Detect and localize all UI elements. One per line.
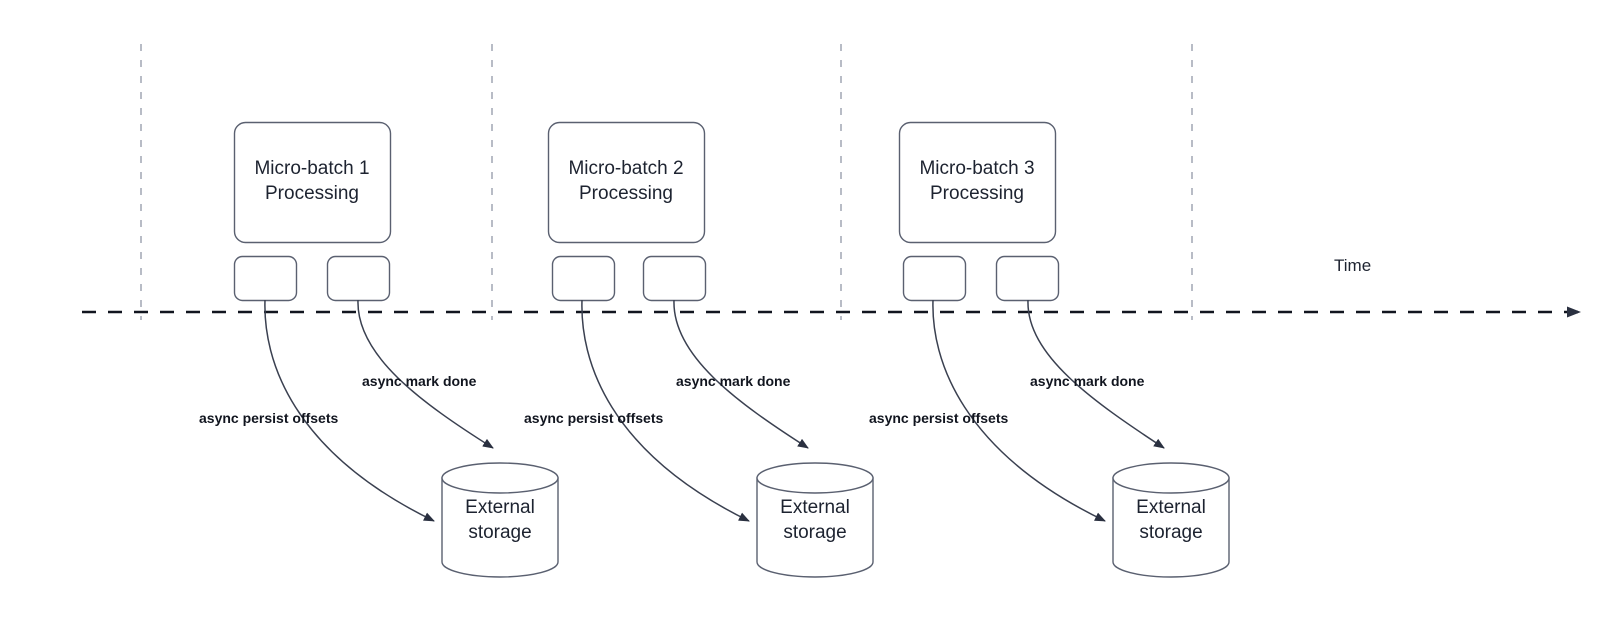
edge-label-async-persist-offsets-3: async persist offsets bbox=[869, 410, 1009, 426]
edge-async-persist-offsets-3 bbox=[932, 299, 1106, 522]
micro-batch-box-1[interactable] bbox=[233, 121, 392, 244]
storage-cylinder-body-3[interactable] bbox=[1112, 477, 1230, 578]
task-box-left-1[interactable] bbox=[233, 255, 298, 302]
storage-cylinder-top-1 bbox=[441, 462, 559, 494]
task-box-right-1[interactable] bbox=[326, 255, 391, 302]
diagram-edges bbox=[264, 299, 1165, 522]
edge-label-async-mark-done-2: async mark done bbox=[676, 373, 791, 389]
edge-async-persist-offsets-2 bbox=[581, 299, 750, 522]
task-box-right-2[interactable] bbox=[642, 255, 707, 302]
edge-async-mark-done-1 bbox=[357, 299, 494, 449]
edge-label-async-mark-done-1: async mark done bbox=[362, 373, 477, 389]
micro-batch-box-2[interactable] bbox=[547, 121, 706, 244]
edge-async-mark-done-3 bbox=[1027, 299, 1165, 449]
edge-async-mark-done-2 bbox=[673, 299, 809, 449]
storage-cylinder-body-2[interactable] bbox=[756, 477, 874, 578]
task-box-left-2[interactable] bbox=[551, 255, 616, 302]
edge-label-async-mark-done-3: async mark done bbox=[1030, 373, 1145, 389]
storage-cylinder-top-3 bbox=[1112, 462, 1230, 494]
task-box-right-3[interactable] bbox=[995, 255, 1060, 302]
timeline-axis-label: Time bbox=[1334, 256, 1372, 275]
micro-batch-box-3[interactable] bbox=[898, 121, 1057, 244]
storage-cylinder-top-2 bbox=[756, 462, 874, 494]
edge-label-async-persist-offsets-1: async persist offsets bbox=[199, 410, 339, 426]
edge-label-async-persist-offsets-2: async persist offsets bbox=[524, 410, 664, 426]
edge-async-persist-offsets-1 bbox=[264, 299, 435, 522]
diagram-shapes bbox=[233, 121, 1230, 578]
storage-cylinder-body-1[interactable] bbox=[441, 477, 559, 578]
task-box-left-3[interactable] bbox=[902, 255, 967, 302]
timeline-tick-marks bbox=[140, 44, 1193, 320]
